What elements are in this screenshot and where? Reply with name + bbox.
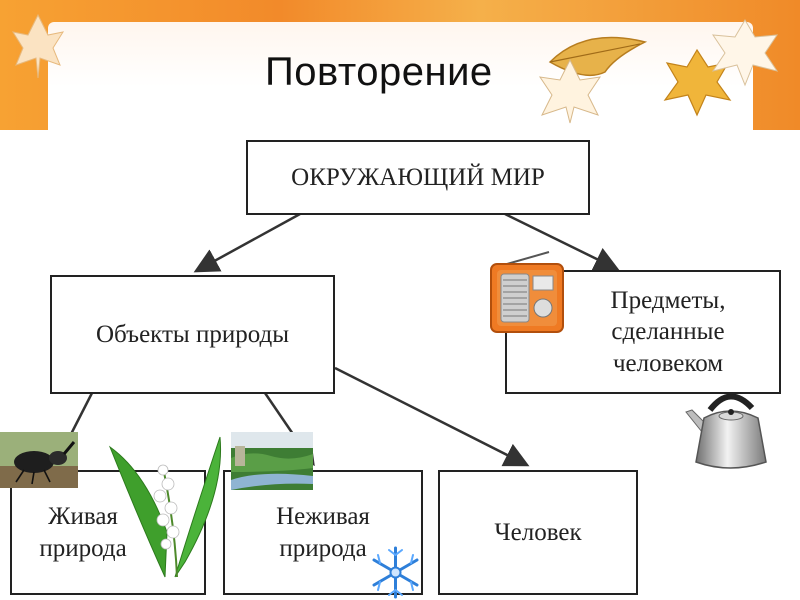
node-man-made-line1: Предметы, xyxy=(610,287,726,315)
node-root: ОКРУЖАЮЩИЙ МИР xyxy=(246,140,590,215)
page-title: Повторение xyxy=(265,50,493,94)
lily-of-the-valley-icon xyxy=(108,436,222,578)
snowflake-icon xyxy=(372,546,419,599)
arrow-root-to-manmade xyxy=(504,212,620,271)
autumn-leaf-icon xyxy=(538,58,602,124)
kettle-icon xyxy=(685,393,767,469)
arrow-nature-to-human xyxy=(334,366,530,467)
autumn-leaf-icon xyxy=(548,36,648,77)
beetle-icon xyxy=(0,432,78,488)
node-root-label: ОКРУЖАЮЩИЙ МИР xyxy=(291,163,545,191)
node-human: Человек xyxy=(438,470,638,595)
header-banner: Повторение xyxy=(0,0,800,130)
node-living-line2: природа xyxy=(39,534,127,562)
node-nonliving-line1: Неживая xyxy=(276,503,370,531)
radio-icon xyxy=(490,251,564,333)
arrow-root-to-nature xyxy=(193,212,301,273)
node-living-line1: Живая xyxy=(48,503,118,531)
node-nature-objects: Объекты природы xyxy=(50,275,335,394)
autumn-leaf-icon xyxy=(711,19,779,87)
node-human-label: Человек xyxy=(494,518,582,546)
node-nature-objects-label: Объекты природы xyxy=(95,320,290,348)
autumn-leaf-icon xyxy=(11,13,65,79)
node-living-nature: Живая природа xyxy=(10,470,206,595)
node-man-made-line2: сделанные человеком xyxy=(611,318,725,377)
landscape-icon xyxy=(231,432,313,490)
node-nonliving-line2: природа xyxy=(279,534,367,562)
